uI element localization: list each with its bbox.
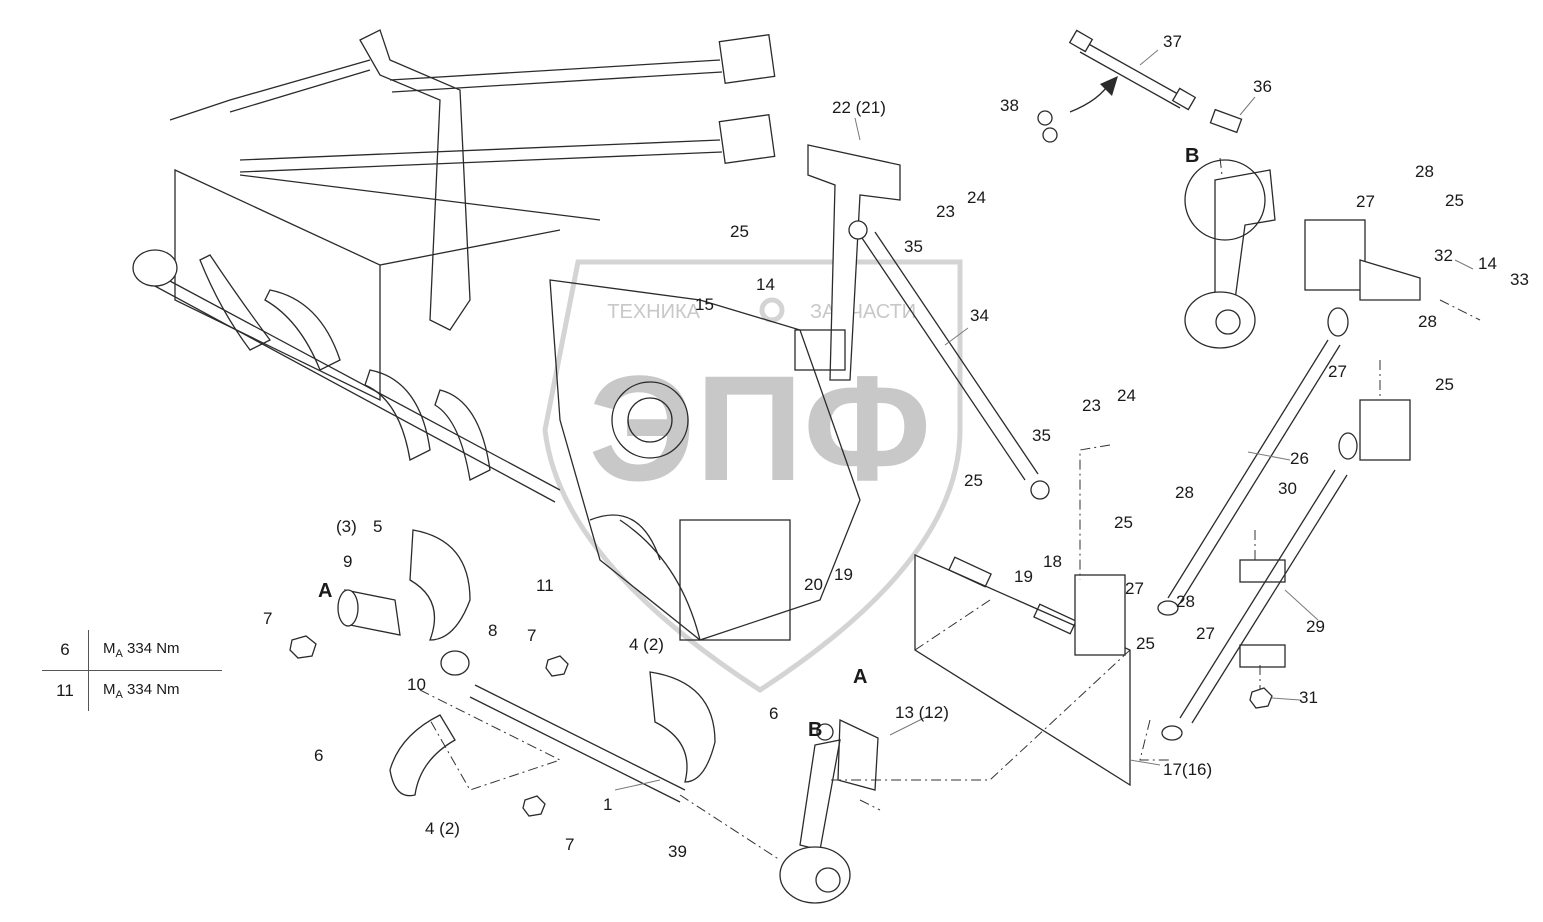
watermark: ЭПФ ТЕХНИКА ЗАПЧАСТИ: [542, 259, 963, 693]
callout-22: 22 (21): [832, 98, 886, 117]
callout-26: 26: [1290, 449, 1309, 468]
callout-18: 18: [1043, 552, 1062, 571]
callout-29: 29: [1306, 617, 1325, 636]
callout-19: 19: [834, 565, 853, 584]
callout-14: 14: [756, 275, 775, 294]
part-34-strut: [848, 220, 1050, 500]
callout-28: 28: [1176, 592, 1195, 611]
part-26-strut: [1157, 307, 1349, 616]
torque-row: 6 MA 334 Nm: [42, 630, 222, 670]
callout-34: 34: [970, 306, 989, 325]
callout-1: 1: [603, 795, 612, 814]
callout-25: 25: [730, 222, 749, 241]
callout-10: 10: [407, 675, 426, 694]
detail-label-a-bottom: A: [853, 666, 867, 688]
callout-15: 15: [695, 295, 714, 314]
callout-27: 27: [1356, 192, 1375, 211]
callout-7: 7: [263, 609, 272, 628]
torque-item: 6: [42, 630, 89, 670]
callout-24: 24: [967, 188, 986, 207]
callout-25: 25: [964, 471, 983, 490]
callout-25: 25: [1136, 634, 1155, 653]
detail-label-a: A: [318, 580, 332, 602]
assembly-lines: [419, 157, 1481, 861]
callout-7: 7: [527, 626, 536, 645]
callout-33: 33: [1510, 270, 1529, 289]
watermark-company2: ЗАПЧАСТИ: [810, 301, 916, 323]
callout-6: 6: [314, 746, 323, 765]
callout-35: 35: [1032, 426, 1051, 445]
part-29-strut: [1161, 432, 1358, 741]
callout-28: 28: [1175, 483, 1194, 502]
callout-32: 32: [1434, 246, 1453, 265]
callout-labels: 37 38 36 22 (21) 24 23 35 25 14 15 34 28…: [263, 32, 1529, 861]
callout-37: 37: [1163, 32, 1182, 51]
callout-25: 25: [1445, 191, 1464, 210]
watermark-letters: ЭПФ: [589, 344, 932, 512]
part-22-bracket: [794, 144, 901, 381]
callout-4: 4 (2): [425, 819, 460, 838]
detail-label-b: B: [1185, 145, 1199, 167]
callout-25: 25: [1114, 513, 1133, 532]
callout-13: 13 (12): [895, 703, 949, 722]
detail-b-bottom: [779, 718, 879, 904]
torque-value: MA 334 Nm: [103, 681, 180, 701]
callout-25: 25: [1435, 375, 1454, 394]
torque-item: 11: [42, 671, 89, 711]
callout-27: 27: [1196, 624, 1215, 643]
torque-table: 6 MA 334 Nm 11 MA 334 Nm: [42, 630, 222, 711]
callout-36: 36: [1253, 77, 1272, 96]
callout-4: 4 (2): [629, 635, 664, 654]
callout-7: 7: [565, 835, 574, 854]
gear-icon: [759, 297, 785, 323]
callout-3: (3): [336, 517, 357, 536]
callout-23: 23: [936, 202, 955, 221]
callout-19: 19: [1014, 567, 1033, 586]
callout-11: 11: [536, 576, 554, 595]
callout-28: 28: [1415, 162, 1434, 181]
callout-17: 17(16): [1163, 760, 1212, 779]
callout-6: 6: [769, 704, 778, 723]
torque-value: MA 334 Nm: [103, 640, 180, 660]
callout-20: 20: [804, 575, 823, 594]
leader-lines: [614, 49, 1474, 791]
torque-row: 11 MA 334 Nm: [42, 670, 222, 711]
header-frame-assembly: [132, 29, 861, 641]
part-17-plate: [914, 554, 1131, 787]
part-32-bracket: [1304, 219, 1421, 461]
callout-9: 9: [343, 552, 352, 571]
callout-14: 14: [1478, 254, 1497, 273]
callout-39: 39: [668, 842, 687, 861]
callout-8: 8: [488, 621, 497, 640]
callout-38: 38: [1000, 96, 1019, 115]
callout-27: 27: [1125, 579, 1144, 598]
detail-b-top: [1037, 29, 1276, 349]
detail-label-b-bottom: B: [808, 719, 822, 741]
callout-30: 30: [1278, 479, 1297, 498]
callout-35: 35: [904, 237, 923, 256]
callout-23: 23: [1082, 396, 1101, 415]
watermark-company: ТЕХНИКА: [607, 301, 700, 323]
callout-27: 27: [1328, 362, 1347, 381]
callout-28: 28: [1418, 312, 1437, 331]
callout-31: 31: [1299, 688, 1318, 707]
callout-5: 5: [373, 517, 382, 536]
callout-24: 24: [1117, 386, 1136, 405]
